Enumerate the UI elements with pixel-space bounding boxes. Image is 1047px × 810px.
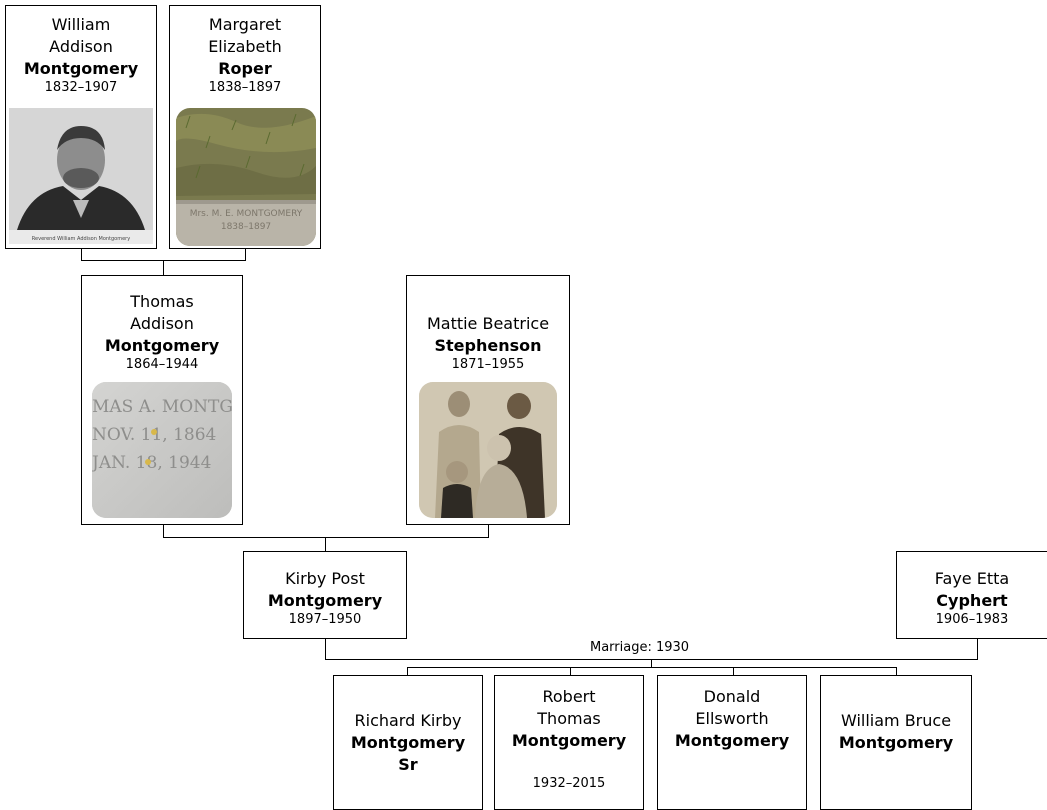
person-card-donald-ellsworth-montgomery[interactable]: Donald Ellsworth Montgomery (657, 675, 807, 810)
surname: Montgomery (104, 336, 220, 355)
life-years: 1897–1950 (288, 612, 362, 627)
gravestone-text: MAS A. MONTGO (92, 397, 232, 417)
given-name: Addison (130, 314, 194, 333)
marriage-label: Marriage: 1930 (588, 640, 692, 655)
given-name: Kirby Post (285, 569, 365, 588)
person-card-william-bruce-montgomery[interactable]: William Bruce Montgomery (820, 675, 972, 810)
connector-line (896, 667, 897, 675)
connector-line (163, 537, 489, 538)
life-years: 1832–1907 (44, 80, 118, 95)
given-name: Margaret (208, 15, 282, 34)
surname: Roper (218, 59, 272, 78)
person-card-william-addison-montgomery[interactable]: William Addison Montgomery 1832–1907 Rev… (5, 5, 157, 249)
connector-line (407, 667, 408, 675)
gravestone-text: Mrs. M. E. MONTGOMERY (190, 209, 303, 219)
person-card-faye-etta-cyphert[interactable]: Faye Etta Cyphert 1906–1983 (896, 551, 1047, 639)
connector-line (163, 260, 164, 275)
person-card-mattie-beatrice-stephenson[interactable]: Mattie Beatrice Stephenson 1871–1955 (406, 275, 570, 525)
portrait-photo: Reverend William Addison Montgomery (9, 108, 153, 244)
given-name: William (51, 15, 111, 34)
surname: Montgomery (267, 591, 383, 610)
given-name: Robert (542, 687, 596, 706)
given-name: Mattie Beatrice (426, 314, 550, 333)
surname: Montgomery (23, 59, 139, 78)
surname: Cyphert (936, 591, 1008, 610)
life-years: 1864–1944 (125, 357, 199, 372)
gravestone-text: NOV. 11, 1864 (92, 425, 216, 445)
photo-caption: Reverend William Addison Montgomery (32, 236, 130, 242)
connector-line (325, 537, 326, 551)
surname: Montgomery (511, 731, 627, 750)
given-name: Elizabeth (208, 37, 282, 56)
connector-line (651, 660, 652, 667)
given-name: Richard Kirby (354, 711, 462, 730)
marriage-line (325, 659, 978, 660)
surname: Stephenson (434, 336, 542, 355)
surname: Montgomery (350, 733, 466, 752)
surname-suffix: Sr (398, 755, 418, 774)
gravestone-text: JAN. 18, 1944 (92, 453, 211, 473)
person-card-thomas-addison-montgomery[interactable]: Thomas Addison Montgomery 1864–1944 MAS … (81, 275, 243, 525)
life-years: 1932–2015 (532, 776, 606, 791)
gravestone-photo: Mrs. M. E. MONTGOMERY 1838–1897 (176, 108, 316, 246)
family-photo (419, 382, 557, 518)
connector-line (163, 525, 164, 537)
given-name: Ellsworth (695, 709, 769, 728)
connector-line (570, 667, 571, 675)
given-name: Thomas (130, 292, 194, 311)
person-card-robert-thomas-montgomery[interactable]: Robert Thomas Montgomery 1932–2015 (494, 675, 644, 810)
connector-line (81, 248, 82, 260)
gravestone-text: 1838–1897 (221, 222, 271, 232)
connector-line (733, 667, 734, 675)
person-card-margaret-elizabeth-roper[interactable]: Margaret Elizabeth Roper 1838–1897 Mrs. … (169, 5, 321, 249)
person-card-richard-kirby-montgomery-sr[interactable]: Richard Kirby Montgomery Sr (333, 675, 483, 810)
life-years: 1906–1983 (935, 612, 1009, 627)
connector-line (977, 639, 978, 660)
given-name: Donald (703, 687, 761, 706)
connector-line (407, 667, 897, 668)
given-name: William Bruce (840, 711, 952, 730)
connector-line (488, 525, 489, 537)
surname: Montgomery (838, 733, 954, 752)
given-name: Faye Etta (934, 569, 1010, 588)
surname: Montgomery (674, 731, 790, 750)
life-years: 1838–1897 (208, 80, 282, 95)
given-name: Addison (49, 37, 113, 56)
connector-line (245, 248, 246, 260)
given-name: Thomas (537, 709, 601, 728)
connector-line (325, 639, 326, 660)
life-years: 1871–1955 (451, 357, 525, 372)
person-card-kirby-post-montgomery[interactable]: Kirby Post Montgomery 1897–1950 (243, 551, 407, 639)
gravestone-photo: MAS A. MONTGO NOV. 11, 1864 JAN. 18, 194… (92, 382, 232, 518)
